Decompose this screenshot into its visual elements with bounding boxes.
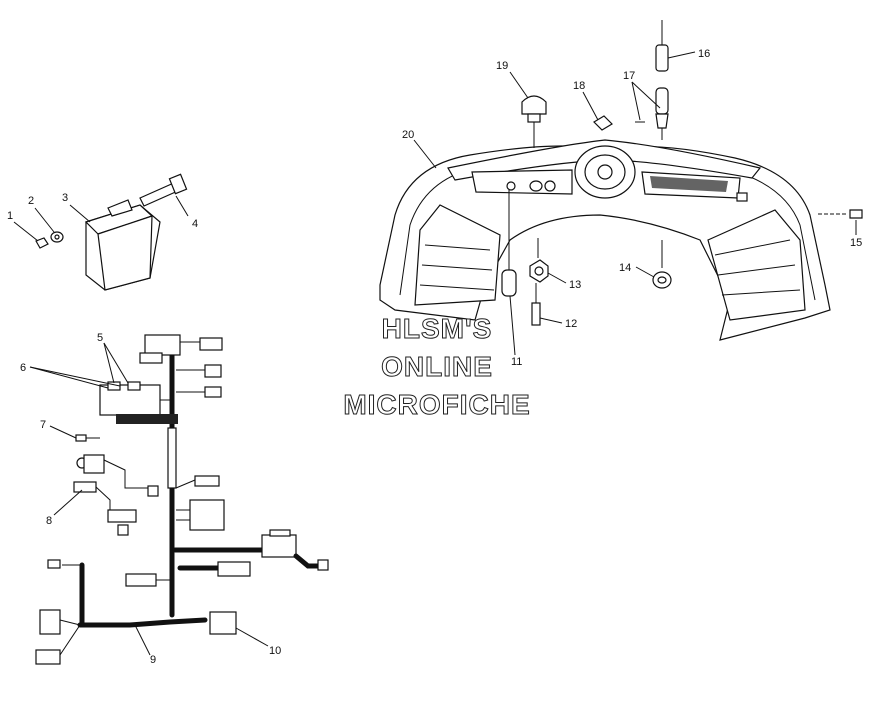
callout-10: 10 [269,645,281,657]
callout-18: 18 [573,80,585,92]
callout-1: 1 [7,210,13,222]
callout-19: 19 [496,60,508,72]
callout-14: 14 [619,262,631,274]
callout-2: 2 [28,195,34,207]
callout-6: 6 [20,362,26,374]
callout-16: 16 [698,48,710,60]
watermark-line-3: MICROFICHE [343,389,530,420]
wiring-harness [29,334,329,665]
callout-15: 15 [850,237,862,249]
callout-4: 4 [192,218,198,230]
callout-labels: 1 2 3 4 5 6 7 8 9 10 11 12 13 14 15 16 1… [7,48,862,666]
callout-12: 12 [565,318,577,330]
watermark-line-2: ONLINE [381,351,493,382]
instrument-pod-assembly [379,20,863,356]
callout-5: 5 [97,332,103,344]
callout-3: 3 [62,192,68,204]
callout-17: 17 [623,70,635,82]
callout-13: 13 [569,279,581,291]
watermark-line-1: HLSM'S [382,313,493,344]
callout-8: 8 [46,515,52,527]
callout-20: 20 [402,129,414,141]
callout-9: 9 [150,654,156,666]
ignition-module-assembly [13,173,189,291]
callout-11: 11 [511,356,522,368]
watermark: HLSM'S ONLINE MICROFICHE [343,313,530,421]
callout-7: 7 [40,419,46,431]
